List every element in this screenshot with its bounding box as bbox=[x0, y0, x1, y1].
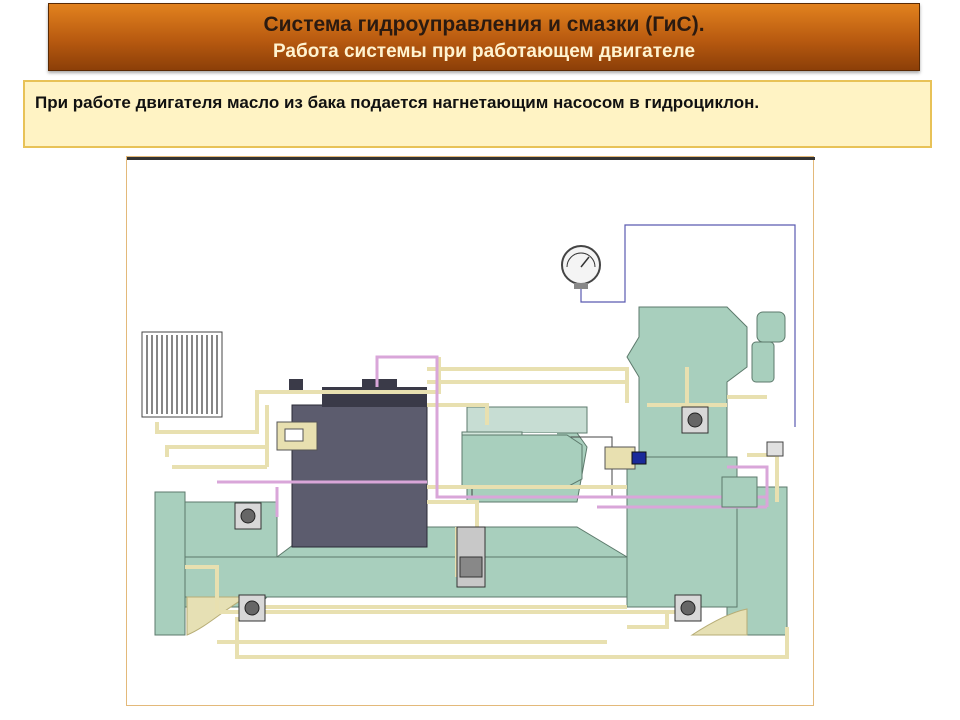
description-box: При работе двигателя масло из бака подае… bbox=[23, 80, 932, 148]
gear-cluster-bottom-right bbox=[674, 594, 702, 622]
right-transmission-housing bbox=[626, 456, 738, 608]
gear-cluster-bottom-left bbox=[238, 594, 266, 622]
radiator-icon bbox=[141, 331, 223, 418]
description-text: При работе двигателя масло из бака подае… bbox=[35, 93, 760, 112]
coupling-valve bbox=[604, 446, 636, 470]
gear-cluster-left bbox=[234, 502, 262, 530]
pressure-lines bbox=[217, 355, 769, 517]
page-title: Система гидроуправления и смазки (ГиС). bbox=[263, 13, 705, 36]
temp-sensor bbox=[766, 441, 784, 457]
filter-cap bbox=[756, 311, 786, 343]
valve-icon bbox=[276, 421, 318, 451]
title-banner: Система гидроуправления и смазки (ГиС). … bbox=[48, 3, 920, 71]
hydraulic-diagram bbox=[126, 156, 815, 706]
control-valve-block bbox=[456, 526, 486, 588]
drive-shaft-housing bbox=[461, 434, 583, 488]
filter-body bbox=[751, 341, 775, 383]
pressure-gauge-icon bbox=[561, 245, 601, 289]
oil-lines bbox=[155, 357, 789, 659]
blue-solenoid bbox=[631, 451, 647, 465]
right-fender bbox=[690, 608, 748, 636]
frame-top-edge bbox=[127, 157, 815, 160]
page-subtitle: Работа системы при работающем двигателе bbox=[272, 41, 696, 62]
gear-cluster-top-right bbox=[681, 406, 709, 434]
gauge-line bbox=[580, 224, 796, 427]
distributor-box bbox=[721, 476, 758, 508]
engine-icon bbox=[289, 379, 428, 548]
hydraulic-diagram-svg bbox=[127, 157, 815, 659]
left-axle-hub bbox=[154, 491, 186, 636]
